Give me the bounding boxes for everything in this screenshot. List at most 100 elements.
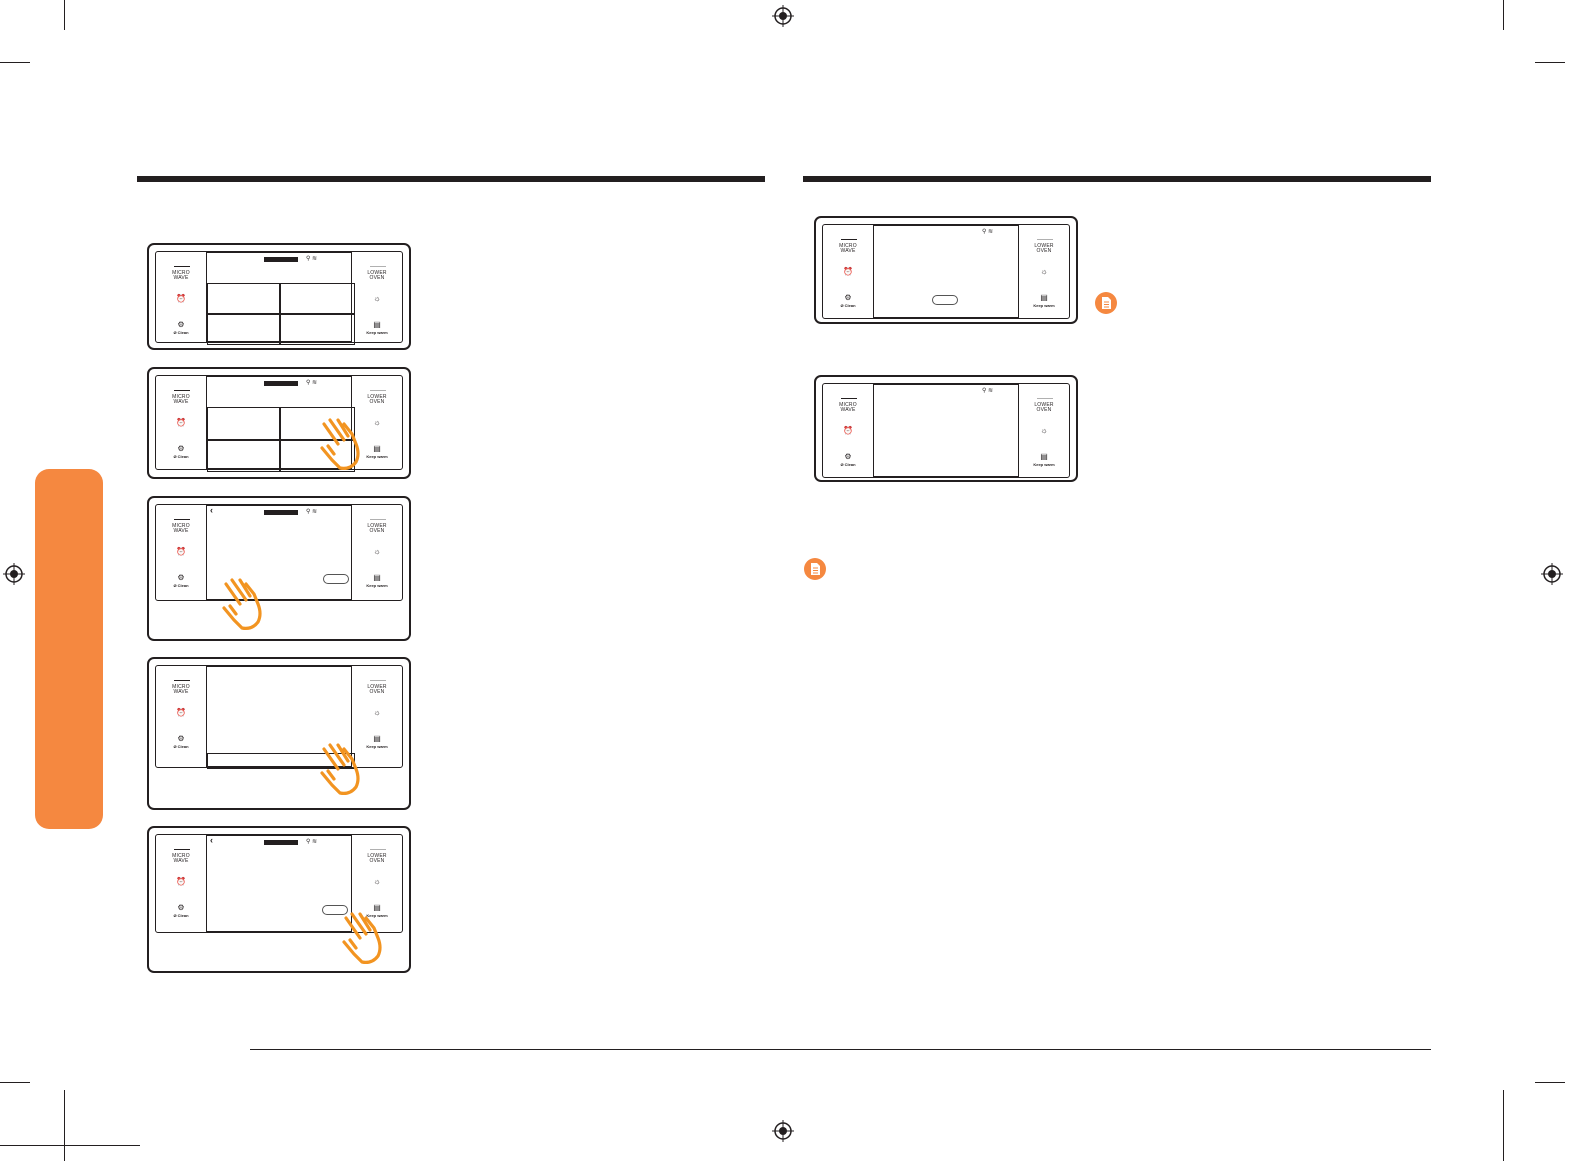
crop-mark <box>0 62 30 63</box>
self-clean-label: Ø Clean <box>173 913 189 918</box>
crop-mark <box>1535 62 1565 63</box>
lower-oven-button[interactable]: LOWER OVEN <box>352 854 402 864</box>
screen-menu-tile[interactable] <box>207 407 280 440</box>
gear-icon[interactable]: ⚙ <box>177 573 185 582</box>
keep-warm-icon[interactable]: ▤ <box>373 573 381 582</box>
crop-mark <box>1535 1082 1565 1083</box>
screen-menu-tile[interactable] <box>207 314 280 345</box>
screen-pill-button[interactable] <box>323 574 349 584</box>
gear-icon[interactable]: ⚙ <box>844 452 852 461</box>
light-icon[interactable]: ☼ <box>373 708 381 717</box>
wifi-icon: ⚲ ≋ <box>982 229 994 235</box>
control-panel-face: MICRO WAVE ⏰ ⚙ Ø Clean ⚲ ≋ LOWER OVEN ☼ … <box>155 251 403 345</box>
alarm-clock-icon[interactable]: ⏰ <box>843 267 853 276</box>
lower-oven-button[interactable]: LOWER OVEN <box>352 395 402 405</box>
microwave-label-line1: MICRO <box>172 684 190 690</box>
control-panel-illustration: MICRO WAVE ⏰ ⚙ Ø Clean ⚲ ≋ LOWER OVEN ☼ … <box>147 367 411 479</box>
touch-screen[interactable]: ⚲ ≋‹ <box>206 835 352 932</box>
gear-icon[interactable]: ⚙ <box>177 734 185 743</box>
divider <box>174 849 190 850</box>
alarm-clock-icon[interactable]: ⏰ <box>176 294 186 303</box>
divider <box>370 266 386 267</box>
alarm-clock-icon[interactable]: ⏰ <box>176 418 186 427</box>
microwave-label-line2: WAVE <box>840 407 856 413</box>
screen-menu-tile[interactable] <box>279 407 355 440</box>
keep-warm-icon[interactable]: ▤ <box>373 903 381 912</box>
right-button-column: LOWER OVEN ☼ ▤ Keep warm <box>352 666 402 767</box>
lower-oven-button[interactable]: LOWER OVEN <box>1019 403 1069 413</box>
light-icon[interactable]: ☼ <box>373 418 381 427</box>
screen-menu-tile[interactable] <box>279 314 355 345</box>
right-button-column: LOWER OVEN ☼ ▤ Keep warm <box>1019 225 1069 318</box>
control-panel-face: MICRO WAVE ⏰ ⚙ Ø Clean LOWER OVEN ☼ ▤ Ke… <box>155 665 403 769</box>
light-icon[interactable]: ☼ <box>373 294 381 303</box>
self-clean-label: Ø Clean <box>173 454 189 459</box>
gear-icon[interactable]: ⚙ <box>177 444 185 453</box>
gear-icon[interactable]: ⚙ <box>844 293 852 302</box>
keep-warm-icon[interactable]: ▤ <box>373 320 381 329</box>
divider <box>370 680 386 681</box>
touch-screen[interactable] <box>206 666 355 769</box>
back-arrow-icon[interactable]: ‹ <box>210 505 213 515</box>
registration-mark-icon <box>3 563 25 585</box>
touch-screen[interactable]: ⚲ ≋‹ <box>206 505 352 600</box>
microwave-label-line2: WAVE <box>173 858 189 864</box>
gear-icon[interactable]: ⚙ <box>177 903 185 912</box>
lower-oven-button[interactable]: LOWER OVEN <box>352 685 402 695</box>
left-button-column: MICRO WAVE ⏰ ⚙ Ø Clean <box>823 384 873 477</box>
lower-oven-label-line1: LOWER <box>367 853 387 859</box>
pointing-hand-icon <box>342 912 382 964</box>
microwave-button[interactable]: MICRO WAVE <box>156 685 206 695</box>
touch-screen[interactable]: ⚲ ≋ <box>873 384 1019 477</box>
screen-pill-button[interactable] <box>932 295 958 305</box>
screen-menu-tile[interactable] <box>207 439 280 472</box>
screen-pill-button[interactable] <box>322 905 348 915</box>
control-panel-illustration: MICRO WAVE ⏰ ⚙ Ø Clean ⚲ ≋ LOWER OVEN ☼ … <box>814 216 1078 324</box>
lower-oven-label-line1: LOWER <box>367 523 387 529</box>
microwave-button[interactable]: MICRO WAVE <box>156 524 206 534</box>
screen-menu-tile[interactable] <box>207 283 280 314</box>
microwave-label-line2: WAVE <box>173 275 189 281</box>
alarm-clock-icon[interactable]: ⏰ <box>176 547 186 556</box>
keep-warm-icon[interactable]: ▤ <box>1040 293 1048 302</box>
right-button-column: LOWER OVEN ☼ ▤ Keep warm <box>352 835 402 932</box>
microwave-button[interactable]: MICRO WAVE <box>156 271 206 281</box>
alarm-clock-icon[interactable]: ⏰ <box>176 708 186 717</box>
keep-warm-icon[interactable]: ▤ <box>1040 452 1048 461</box>
divider <box>174 680 190 681</box>
status-bar <box>264 510 298 515</box>
back-arrow-icon[interactable]: ‹ <box>210 835 213 845</box>
gear-icon[interactable]: ⚙ <box>177 320 185 329</box>
keep-warm-label: Keep warm <box>366 583 388 588</box>
alarm-clock-icon[interactable]: ⏰ <box>843 426 853 435</box>
control-panel-illustration: MICRO WAVE ⏰ ⚙ Ø Clean LOWER OVEN ☼ ▤ Ke… <box>147 657 411 810</box>
lower-oven-label-line1: LOWER <box>1034 402 1054 408</box>
touch-screen[interactable]: ⚲ ≋ <box>206 252 355 345</box>
microwave-button[interactable]: MICRO WAVE <box>823 244 873 254</box>
screen-menu-tile[interactable] <box>279 283 355 314</box>
lower-oven-button[interactable]: LOWER OVEN <box>352 271 402 281</box>
wifi-icon: ⚲ ≋ <box>982 388 994 394</box>
microwave-button[interactable]: MICRO WAVE <box>156 854 206 864</box>
lower-oven-button[interactable]: LOWER OVEN <box>1019 244 1069 254</box>
control-panel-illustration: MICRO WAVE ⏰ ⚙ Ø Clean ⚲ ≋ LOWER OVEN ☼ … <box>147 243 411 350</box>
light-icon[interactable]: ☼ <box>1040 426 1048 435</box>
light-icon[interactable]: ☼ <box>373 877 381 886</box>
lower-oven-button[interactable]: LOWER OVEN <box>352 524 402 534</box>
keep-warm-icon[interactable]: ▤ <box>373 444 381 453</box>
left-button-column: MICRO WAVE ⏰ ⚙ Ø Clean <box>156 505 206 600</box>
divider <box>370 849 386 850</box>
registration-mark-icon <box>772 5 794 27</box>
microwave-label-line1: MICRO <box>172 270 190 276</box>
keep-warm-icon[interactable]: ▤ <box>373 734 381 743</box>
crop-mark <box>64 1090 65 1161</box>
microwave-button[interactable]: MICRO WAVE <box>156 395 206 405</box>
alarm-clock-icon[interactable]: ⏰ <box>176 877 186 886</box>
footer-rule <box>250 1049 1431 1050</box>
keep-warm-label: Keep warm <box>366 330 388 335</box>
microwave-button[interactable]: MICRO WAVE <box>823 403 873 413</box>
light-icon[interactable]: ☼ <box>1040 267 1048 276</box>
light-icon[interactable]: ☼ <box>373 547 381 556</box>
pointing-hand-icon <box>320 743 360 795</box>
screen-menu-tile[interactable] <box>279 439 355 472</box>
